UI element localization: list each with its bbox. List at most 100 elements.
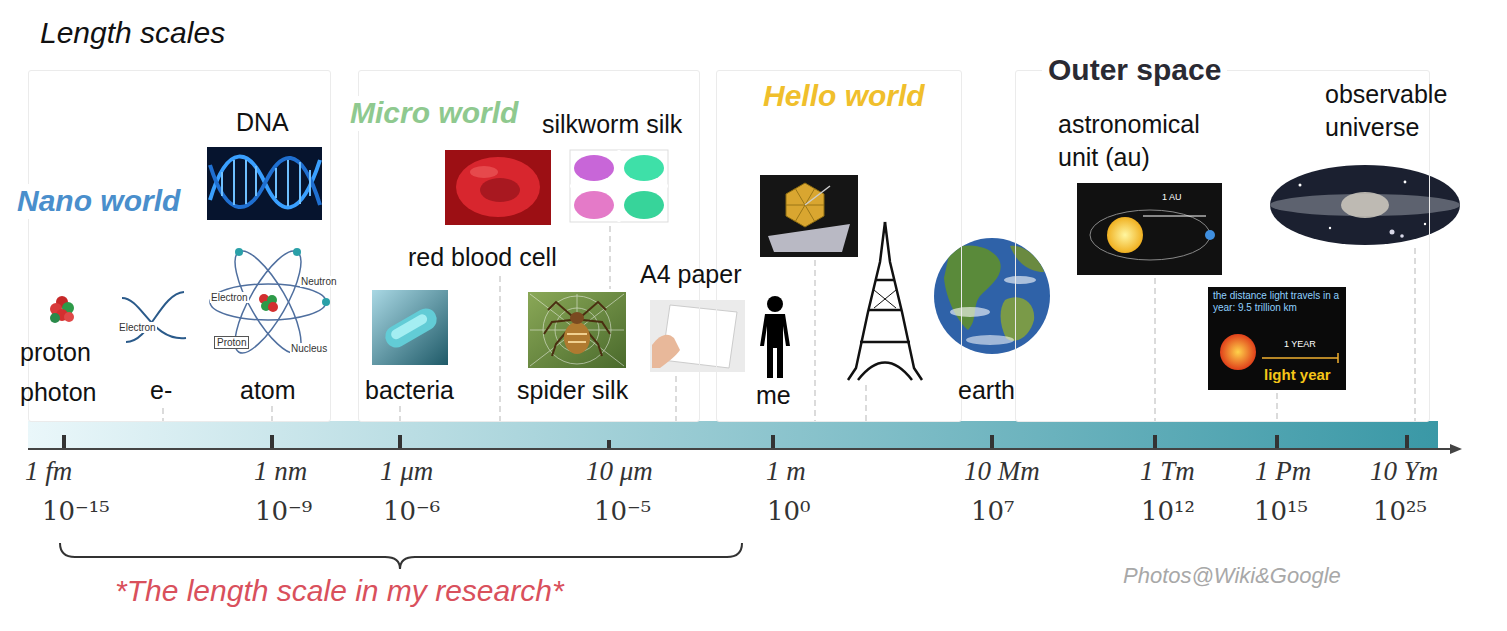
- spider-silk-picture-part: [567, 334, 587, 342]
- observable-universe-picture-part-part: [1390, 230, 1395, 235]
- dna-picture-part-part: [299, 162, 301, 204]
- region-heading: Outer space: [1042, 53, 1227, 88]
- axis-exponent-label: 10⁻⁶: [383, 496, 440, 526]
- observable-universe-picture-part-part: [1400, 234, 1404, 238]
- axis-exponent-label: 10¹⁵: [1254, 496, 1308, 526]
- scale-item-label: proton: [20, 338, 91, 367]
- scale-axis-part: [28, 448, 1452, 450]
- dna-picture-part: [210, 157, 320, 208]
- spider-silk-picture-part: [528, 292, 626, 368]
- guide-lines-part: [814, 260, 816, 421]
- scale-axis-part: [62, 435, 1409, 448]
- person-silhouette-part: [760, 314, 790, 378]
- scale-item-label: spider silk: [517, 376, 628, 405]
- atom-picture-part: [322, 298, 330, 306]
- earth-picture-part-part: [966, 335, 1014, 345]
- astronomical-unit-picture-part: [1077, 183, 1222, 275]
- scale-axis-part-part: [398, 435, 402, 448]
- bacteria-picture-part: [381, 304, 440, 351]
- scale-item-label: observable universe: [1325, 78, 1470, 143]
- diagram-title: Length scales: [40, 16, 225, 50]
- telescope-picture-part: [805, 186, 830, 205]
- guide-lines-part: [609, 226, 611, 289]
- spider-silk-picture-part-part: [582, 302, 606, 316]
- axis-unit-label: 1 Tm: [1140, 456, 1195, 487]
- axis-exponent-label: 10²⁵: [1373, 496, 1427, 526]
- scale-item-label: e-: [150, 376, 172, 405]
- red-blood-cell-picture-part: [480, 178, 520, 202]
- range-brace: [60, 543, 742, 569]
- atom-picture: [210, 243, 330, 361]
- axis-unit-label: 10 μm: [586, 456, 653, 487]
- scale-axis: [28, 421, 1462, 454]
- eiffel-tower-drawing-part: [848, 222, 885, 380]
- bacteria-picture-part: [372, 290, 448, 365]
- silkworm-silk-picture-part: [574, 155, 614, 181]
- scale-axis-part-part: [270, 435, 274, 448]
- figure-text: 1 AU: [1162, 192, 1182, 202]
- scale-item-label: A4 paper: [640, 260, 741, 289]
- scale-axis-part: [1450, 444, 1462, 454]
- scale-item-label: atom: [240, 376, 296, 405]
- scale-item-label: silkworm silk: [542, 110, 682, 139]
- scale-item-label: DNA: [236, 108, 289, 137]
- red-blood-cell-picture-part: [445, 150, 551, 225]
- light-year-picture-part: [1208, 287, 1346, 390]
- proton-picture: [50, 296, 74, 323]
- astronomical-unit-picture-part: [1143, 216, 1206, 217]
- guide-lines-part: [271, 406, 273, 421]
- astronomical-unit-picture-part: [1090, 210, 1210, 260]
- earth-picture-part-part: [1001, 297, 1035, 341]
- silkworm-silk-picture: [570, 150, 668, 222]
- spider-silk-picture-part-part: [548, 302, 572, 316]
- observable-universe-picture-part-part: [1404, 181, 1407, 184]
- region-heading: Micro world: [346, 96, 522, 131]
- earth-picture-part: [934, 238, 1050, 354]
- observable-universe-picture-part-part: [1424, 223, 1426, 225]
- telescope-picture: [760, 175, 858, 257]
- silkworm-silk-picture-part: [618, 150, 621, 222]
- earth-picture: [934, 238, 1050, 354]
- eiffel-tower-drawing: [848, 222, 922, 380]
- spider-silk-picture-part: [564, 322, 590, 354]
- scale-axis-part: [28, 421, 1438, 448]
- scale-axis-part-part: [1405, 435, 1409, 448]
- eiffel-tower-drawing-part: [858, 363, 912, 381]
- light-year-picture-part: [1337, 353, 1339, 363]
- figure-text: Electron: [118, 322, 157, 333]
- guide-lines-part: [1276, 393, 1278, 421]
- scale-axis-part-part: [990, 435, 994, 448]
- observable-universe-picture-part-part: [1299, 184, 1302, 187]
- figure-text: light year: [1264, 366, 1331, 383]
- axis-exponent-label: 10⁻⁹: [255, 496, 312, 526]
- spider-silk-picture-part-part: [543, 296, 611, 364]
- earth-picture-part-part: [950, 307, 990, 317]
- atom-picture-part-part: [210, 284, 326, 320]
- scale-axis-part-part: [1275, 435, 1279, 448]
- bacteria-picture-part: [389, 312, 429, 341]
- dna-picture-part: [210, 158, 320, 207]
- eiffel-tower-drawing-part: [876, 279, 894, 282]
- atom-picture-part: [268, 302, 278, 312]
- scale-item-label: photon: [20, 378, 96, 407]
- guide-lines-part: [1154, 278, 1156, 421]
- earth-picture-part-part: [1004, 276, 1036, 284]
- earth-picture-part: [944, 246, 1044, 345]
- axis-exponent-label: 10⁻⁵: [594, 496, 651, 526]
- research-range-note: *The length scale in my research*: [115, 574, 564, 608]
- observable-universe-picture-part-part: [1329, 227, 1331, 229]
- guide-lines-part: [675, 376, 677, 421]
- dna-picture-part-part: [221, 172, 223, 196]
- photo-credit: Photos@Wiki&Google: [1123, 563, 1341, 589]
- axis-unit-label: 1 fm: [25, 456, 72, 487]
- axis-exponent-label: 10⁰: [767, 496, 811, 526]
- astronomical-unit-picture: [1077, 183, 1222, 275]
- a4-paper-picture-part: [650, 300, 745, 372]
- spider-silk-picture-part: [570, 312, 584, 324]
- eiffel-tower-drawing-part: [868, 309, 902, 312]
- proton-picture-part: [64, 312, 74, 322]
- earth-picture-part-part: [944, 246, 1001, 330]
- dna-picture-part-part: [233, 160, 235, 205]
